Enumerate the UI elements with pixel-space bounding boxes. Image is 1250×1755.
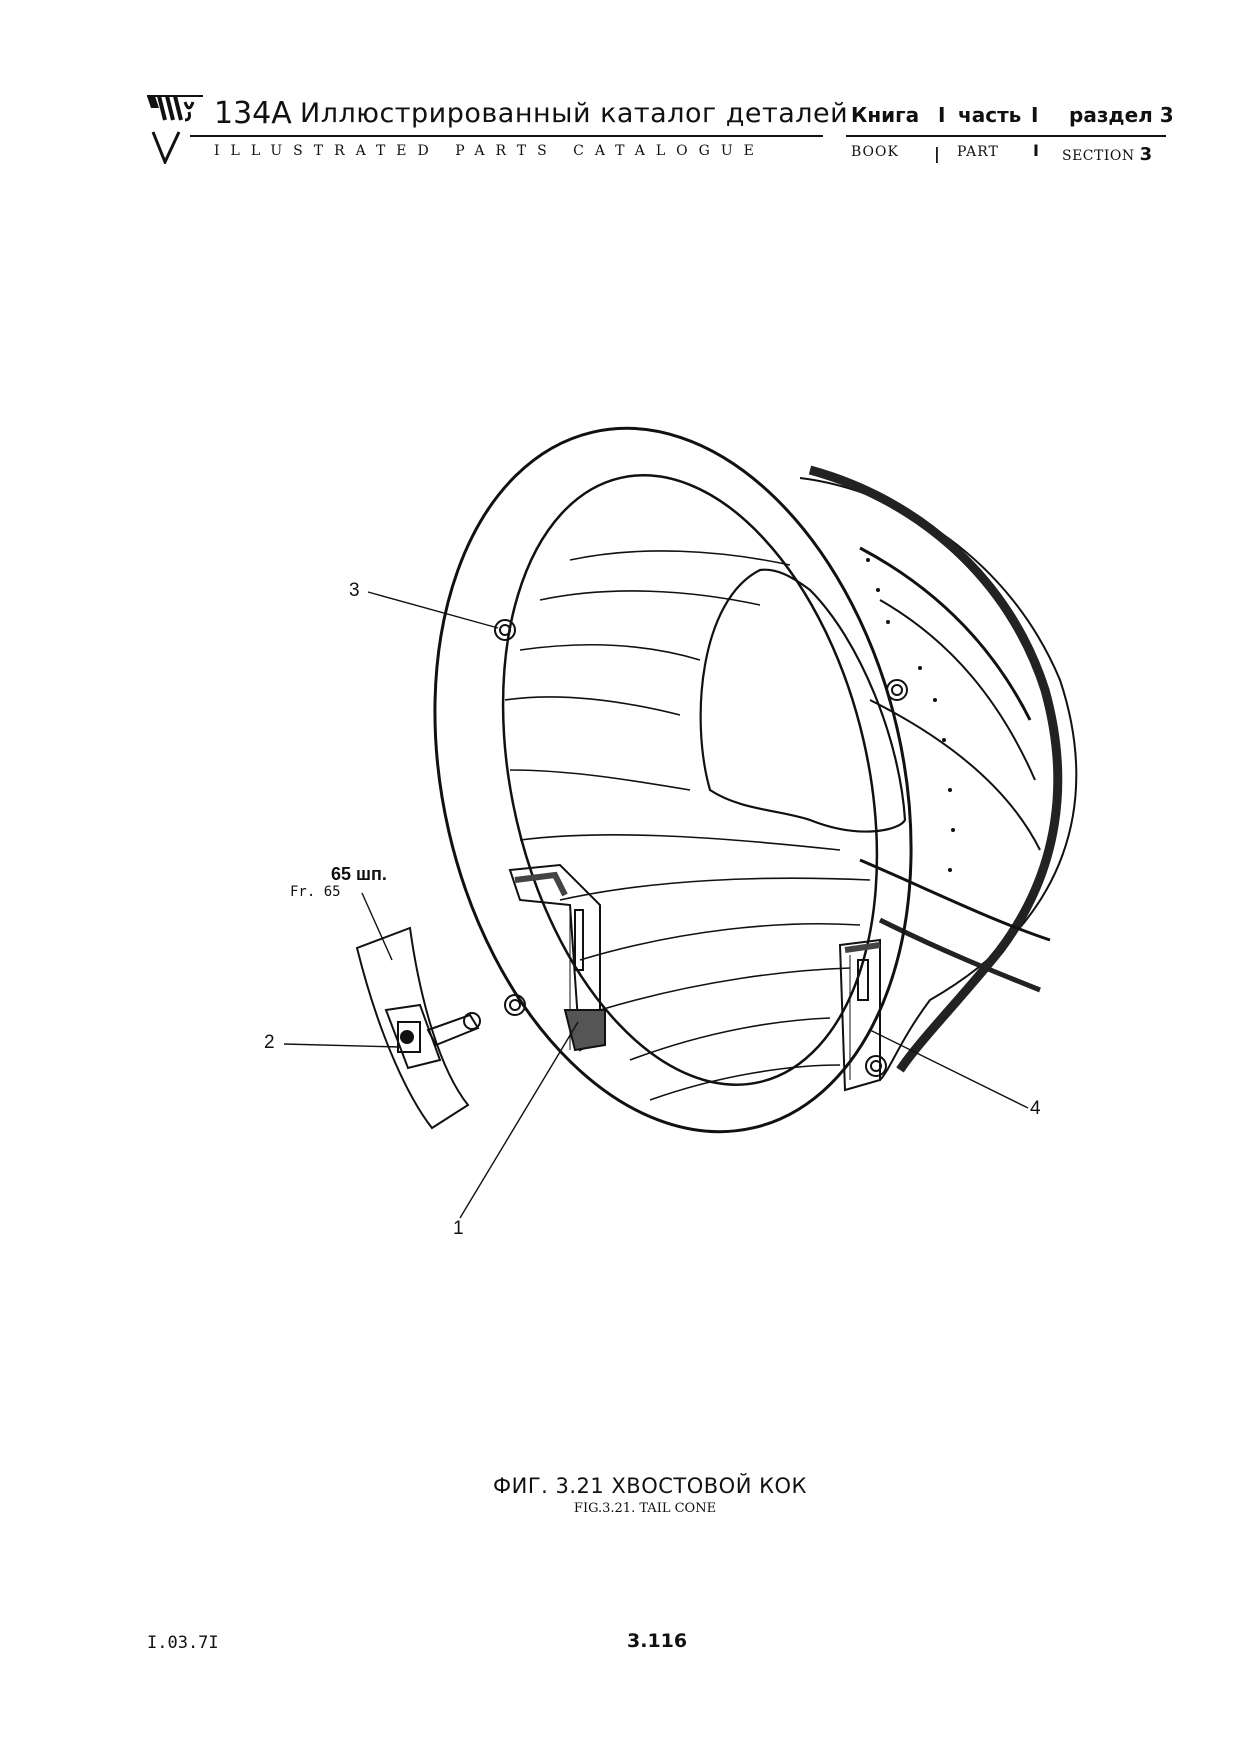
bracket-1 — [508, 863, 606, 1052]
frame-label-en: Fr. 65 — [290, 884, 341, 900]
revision-date: I.03.7I — [147, 1633, 219, 1653]
section-number-en: 3 — [1139, 144, 1153, 165]
ring-bolts — [494, 619, 908, 1077]
mounting-ring-inner — [501, 474, 879, 1086]
aircraft-model: 134A — [214, 96, 292, 131]
header-rule-left — [190, 135, 823, 137]
interior-stringers — [504, 550, 871, 1101]
callout-4: 4 — [1030, 1098, 1041, 1119]
rivet-row — [866, 558, 955, 872]
figure-caption-ru: ФИГ. 3.21 ХВОСТОВОЙ КОК — [493, 1474, 807, 1498]
tupolev-logo-icon — [147, 95, 203, 164]
part-label-ru: часть — [958, 103, 1022, 127]
book-label-en: BOOK — [851, 144, 899, 160]
fitting-2 — [384, 1003, 481, 1070]
catalog-title-en: ILLUSTRATED PARTS CATALOGUE — [214, 143, 765, 159]
book-value-ru: I — [938, 103, 946, 127]
figure-caption-en: FIG.3.21. TAIL CONE — [573, 1501, 717, 1516]
part-value-ru: I — [1031, 103, 1039, 127]
frame-label-ru: 65 шп. — [331, 864, 387, 884]
mounting-ring-outer — [433, 426, 913, 1134]
page-number: 3.116 — [627, 1630, 688, 1652]
leader-lines — [283, 591, 1029, 1219]
frame-65-strip — [355, 926, 470, 1130]
book-separator-en: | — [934, 144, 940, 163]
callout-3: 3 — [349, 580, 360, 601]
header-rule-right — [846, 135, 1166, 137]
book-label-ru: Книга — [851, 103, 920, 127]
part-label-en: PART — [957, 144, 999, 160]
cone-shell-dark-band — [808, 465, 1063, 1073]
callout-2: 2 — [264, 1032, 275, 1053]
section-label-ru: раздел 3 — [1069, 103, 1174, 127]
part-value-en: I — [1033, 141, 1039, 160]
rear-opening — [699, 568, 907, 833]
callout-1: 1 — [453, 1218, 464, 1239]
bracket-4 — [838, 938, 881, 1092]
section-label-en: SECTION 3 — [1062, 144, 1152, 165]
catalog-header: 134A Иллюстрированный каталог деталей IL… — [0, 0, 1250, 170]
catalog-title-ru: Иллюстрированный каталог деталей — [300, 98, 849, 129]
section-word-en: SECTION — [1062, 148, 1135, 164]
